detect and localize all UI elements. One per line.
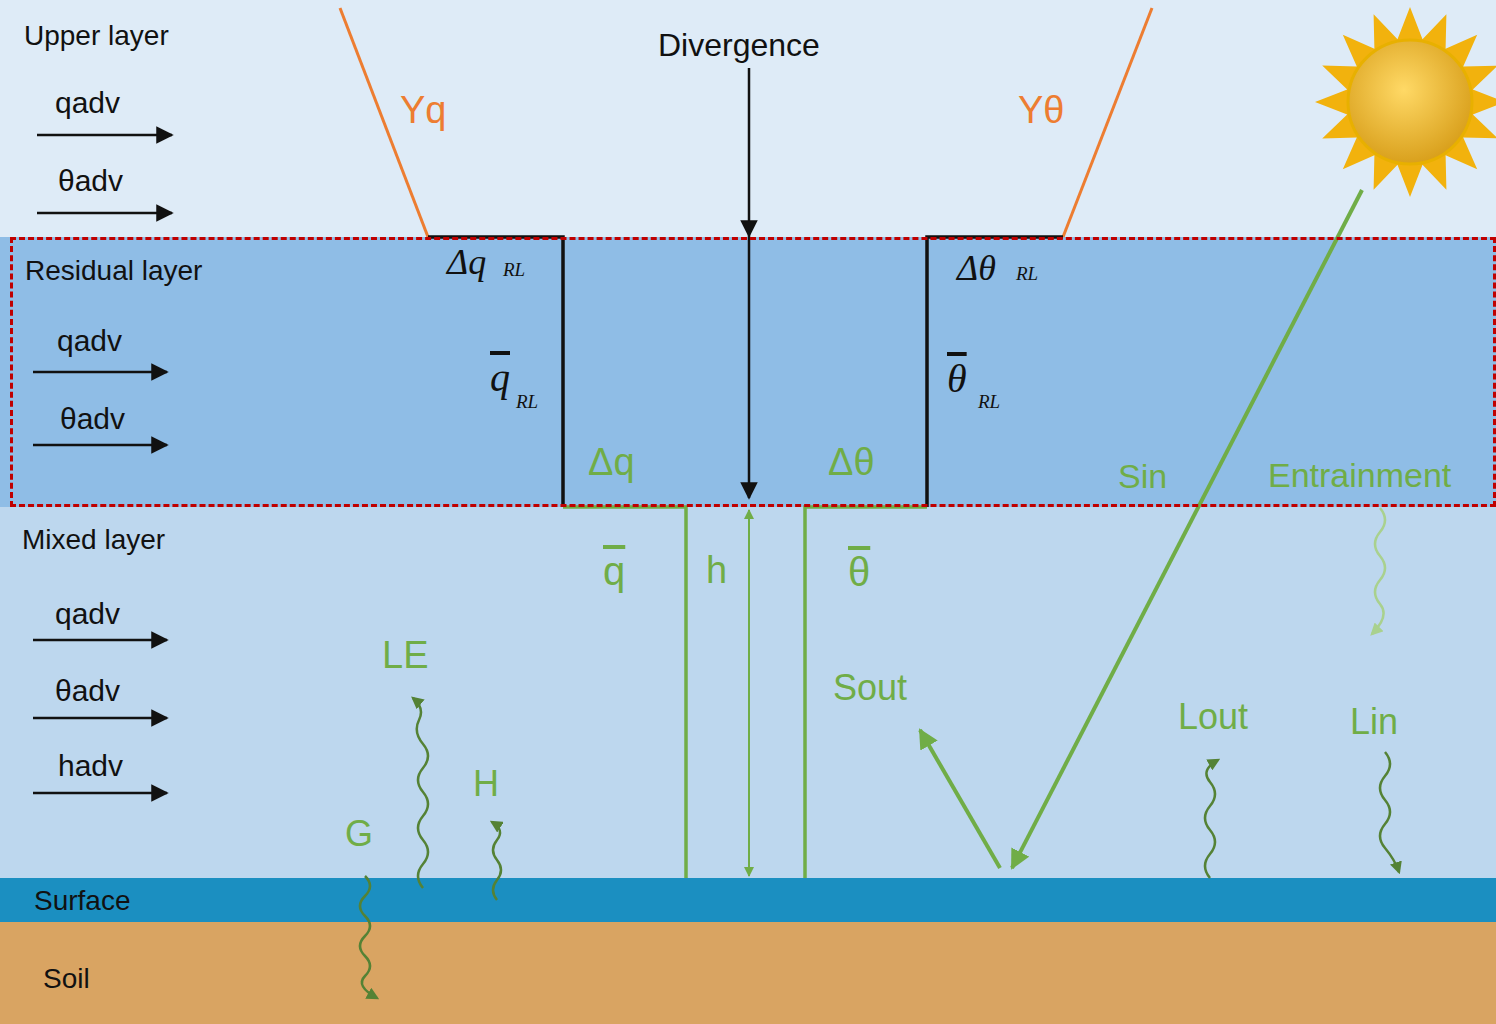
diagram-label: RL <box>978 392 1000 411</box>
diagram-label: Δq <box>447 244 486 280</box>
diagram-label: h <box>706 551 727 589</box>
diagram-label: RL <box>1016 264 1038 283</box>
diagram-label: Δθ <box>957 250 996 286</box>
diagram-label: q <box>490 356 510 398</box>
band-name: Surface <box>34 887 131 915</box>
upper-layer-band: Upper layer <box>0 0 1496 237</box>
diagram-label: Sin <box>1118 459 1167 493</box>
diagram-label: RL <box>516 392 538 411</box>
soil-band <box>0 922 1496 1024</box>
diagram-label: θadv <box>60 404 125 434</box>
diagram-label: LE <box>382 636 428 674</box>
band-name: Residual layer <box>25 257 202 285</box>
diagram-label: hadv <box>58 751 123 781</box>
soil-band: Soil <box>0 922 1496 1024</box>
diagram-label: Divergence <box>658 29 820 61</box>
diagram-label: Υθ <box>1018 91 1064 129</box>
band-name: Mixed layer <box>22 526 165 554</box>
diagram-label: q <box>603 549 625 591</box>
diagram-label: H <box>473 766 499 802</box>
advection-arrows <box>33 135 172 793</box>
diagram-label: θadv <box>58 166 123 196</box>
shortwave-in <box>1012 190 1362 868</box>
diagram-label: qadv <box>57 326 122 356</box>
diagram-label: θ <box>848 550 870 592</box>
upper-band <box>0 0 1496 237</box>
residual-band <box>0 237 1496 507</box>
surface-band <box>0 878 1496 922</box>
diagram-label: θ <box>947 357 967 399</box>
diagram-label: Δq <box>588 443 635 481</box>
height-arrow <box>748 510 750 876</box>
diagram-label: RL <box>503 260 525 279</box>
band-name: Upper layer <box>24 22 169 50</box>
diagram-label: qadv <box>55 599 120 629</box>
diagram-label: qadv <box>55 88 120 118</box>
diagram-label: θadv <box>55 676 120 706</box>
divergence-arrow <box>748 68 751 498</box>
diagram-label: Lout <box>1178 699 1248 735</box>
diagram-label: Sout <box>833 670 907 706</box>
diagram-label: Lin <box>1350 704 1398 740</box>
diagram-label: Υq <box>400 91 446 129</box>
surface-band: Surface <box>0 878 1496 922</box>
wavy-fluxes <box>360 508 1399 998</box>
profiles <box>340 8 1152 878</box>
diagram-label: Δθ <box>828 443 875 481</box>
mixed-band <box>0 507 1496 878</box>
sun-symbol <box>1315 7 1496 197</box>
residual-layer-band: Residual layer <box>10 237 1496 507</box>
mixed-layer-band: Mixed layer <box>0 507 1496 878</box>
diagram-label: Entrainment <box>1268 458 1451 492</box>
band-name: Soil <box>43 965 90 993</box>
shortwave-out <box>920 730 1000 868</box>
diagram-label: G <box>345 816 373 852</box>
